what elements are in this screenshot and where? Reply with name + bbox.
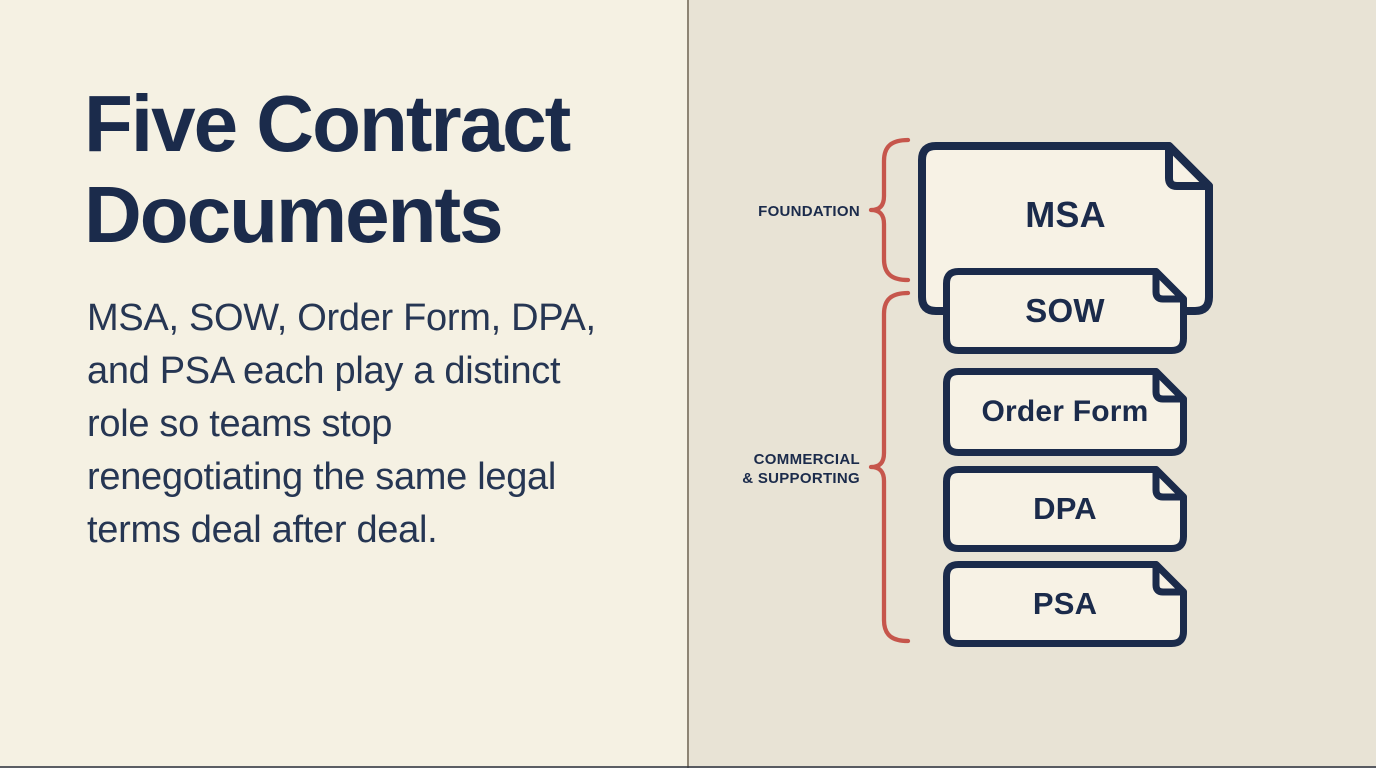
foundation-brace-icon (868, 137, 911, 283)
document-icon (943, 561, 1187, 647)
page-title: Five Contract Documents (84, 78, 571, 260)
document-label: Order Form (981, 395, 1149, 428)
document-icon (943, 268, 1187, 354)
document-icon (943, 368, 1187, 456)
document-card-sow: SOW (943, 268, 1187, 354)
foundation-label: FOUNDATION (758, 203, 860, 220)
commercial-brace-icon (868, 290, 911, 644)
commercial-supporting-label: COMMERCIAL & SUPPORTING (742, 451, 860, 487)
document-icon (943, 466, 1187, 552)
text-panel: Five Contract Documents MSA, SOW, Order … (0, 0, 687, 768)
body-line: renegotiating the same legal (87, 456, 557, 498)
body-line: role so teams stop (87, 403, 393, 445)
document-card-psa: PSA (943, 561, 1187, 647)
document-card-dpa: DPA (943, 466, 1187, 552)
bottom-edge (0, 766, 1376, 768)
title-line: Documents (84, 170, 504, 259)
document-label: PSA (1032, 586, 1098, 621)
document-label: MSA (1025, 194, 1106, 235)
vertical-divider (687, 0, 689, 768)
body-text: MSA, SOW, Order Form, DPA, and PSA each … (87, 292, 596, 557)
body-line: and PSA each play a distinct (87, 350, 561, 392)
title-line: Five Contract (84, 79, 571, 168)
document-label: SOW (1025, 292, 1105, 329)
body-line: terms deal after deal. (87, 509, 438, 551)
body-line: MSA, SOW, Order Form, DPA, (87, 297, 596, 339)
document-card-order-form: Order Form (943, 368, 1187, 456)
document-label: DPA (1033, 491, 1097, 526)
